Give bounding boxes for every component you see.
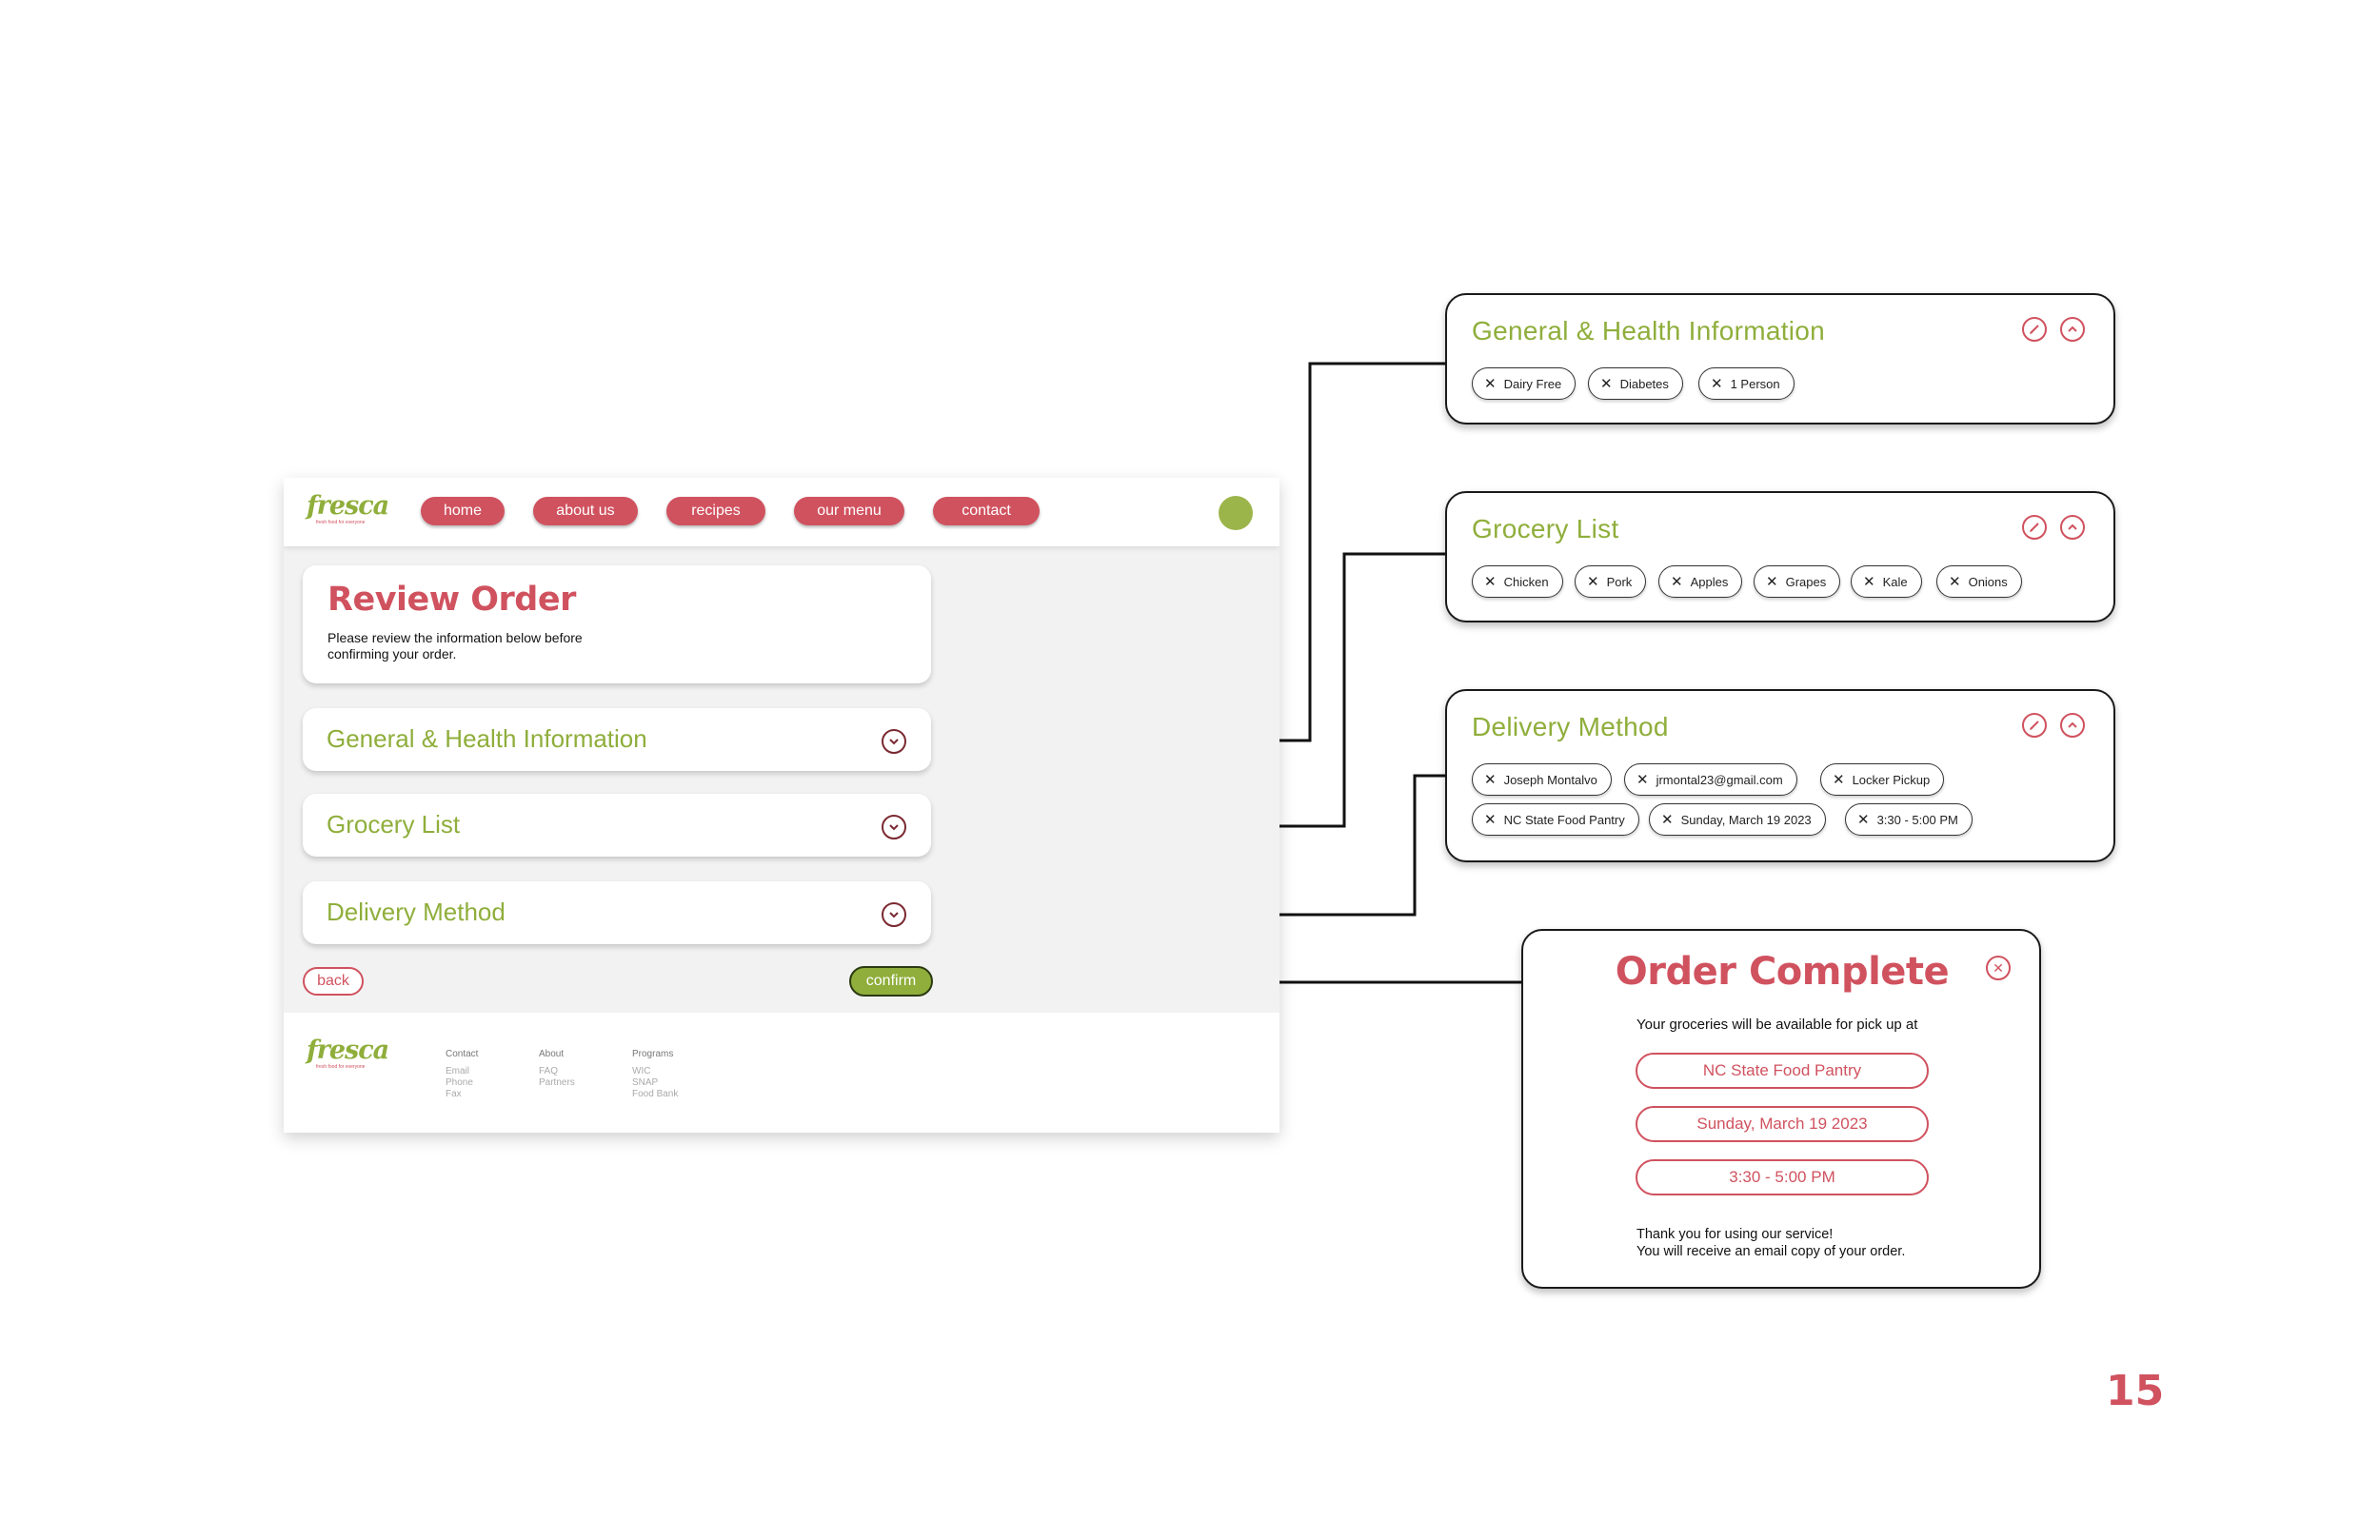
footer-link[interactable]: FAQ — [539, 1066, 559, 1076]
modal-footer-text: Thank you for using our service! You wil… — [1636, 1227, 1906, 1259]
footer-link[interactable]: Fax — [446, 1089, 462, 1099]
remove-icon[interactable]: ✕ — [1949, 574, 1961, 590]
chip-pickup-type[interactable]: ✕Locker Pickup — [1820, 763, 1945, 796]
nav-about-us[interactable]: about us — [533, 497, 638, 525]
chip-dairy-free[interactable]: ✕Dairy Free — [1472, 367, 1577, 400]
remove-icon[interactable]: ✕ — [1587, 574, 1599, 590]
chip-location[interactable]: ✕NC State Food Pantry — [1472, 803, 1639, 836]
nav-contact[interactable]: contact — [933, 497, 1040, 525]
chevron-down-icon[interactable] — [882, 902, 906, 927]
chip-email[interactable]: ✕jrmontal23@gmail.com — [1624, 763, 1797, 796]
remove-icon[interactable]: ✕ — [1484, 772, 1497, 788]
chip-date[interactable]: ✕Sunday, March 19 2023 — [1649, 803, 1826, 836]
footer-logo[interactable]: fresca fresh food for everyone — [307, 1036, 389, 1071]
footer-col-contact: Contact Email Phone Fax — [446, 1049, 479, 1099]
chip-pork[interactable]: ✕Pork — [1575, 565, 1647, 598]
chevron-down-icon[interactable] — [882, 729, 906, 754]
remove-icon[interactable]: ✕ — [1484, 812, 1497, 828]
footer-link[interactable]: Phone — [446, 1077, 473, 1088]
back-button[interactable]: back — [303, 967, 364, 996]
section-grocery-list[interactable]: Grocery List — [303, 794, 931, 857]
pickup-date: Sunday, March 19 2023 — [1636, 1106, 1929, 1142]
chevron-up-icon[interactable] — [2060, 317, 2085, 342]
modal-title: Order Complete — [1615, 950, 1950, 994]
footer-link[interactable]: Email — [446, 1066, 470, 1076]
footer-link[interactable]: SNAP — [632, 1077, 659, 1088]
edit-icon[interactable] — [2022, 713, 2047, 738]
nav-home[interactable]: home — [421, 497, 505, 525]
edit-icon[interactable] — [2022, 317, 2047, 342]
remove-icon[interactable]: ✕ — [1661, 812, 1674, 828]
remove-icon[interactable]: ✕ — [1833, 772, 1845, 788]
review-order-page: fresca fresh food for everyone home abou… — [284, 478, 1279, 1133]
chip-onions[interactable]: ✕Onions — [1936, 565, 2022, 598]
remove-icon[interactable]: ✕ — [1711, 376, 1723, 392]
remove-icon[interactable]: ✕ — [1484, 574, 1497, 590]
footer-link[interactable]: WIC — [632, 1066, 651, 1076]
chevron-up-icon[interactable] — [2060, 713, 2085, 738]
chip-time[interactable]: ✕3:30 - 5:00 PM — [1845, 803, 1973, 836]
remove-icon[interactable]: ✕ — [1863, 574, 1875, 590]
edit-icon[interactable] — [2022, 515, 2047, 540]
user-avatar[interactable] — [1219, 496, 1253, 530]
chip-diabetes[interactable]: ✕Diabetes — [1588, 367, 1683, 400]
confirm-button[interactable]: confirm — [849, 966, 933, 997]
chip-name[interactable]: ✕Joseph Montalvo — [1472, 763, 1612, 796]
nav-our-menu[interactable]: our menu — [794, 497, 904, 525]
nav-recipes[interactable]: recipes — [666, 497, 765, 525]
remove-icon[interactable]: ✕ — [1766, 574, 1778, 590]
chip-1-person[interactable]: ✕1 Person — [1698, 367, 1795, 400]
remove-icon[interactable]: ✕ — [1636, 772, 1649, 788]
pickup-time: 3:30 - 5:00 PM — [1636, 1159, 1929, 1195]
footer-col-about: About FAQ Partners — [539, 1049, 575, 1088]
panel-grocery-list: Grocery List ✕Chicken ✕Pork ✕Apples ✕Gra… — [1445, 491, 2115, 622]
chevron-down-icon[interactable] — [882, 815, 906, 839]
section-general-health[interactable]: General & Health Information — [303, 708, 931, 771]
site-header: fresca fresh food for everyone home abou… — [284, 478, 1279, 546]
page-number: 15 — [2106, 1367, 2165, 1415]
remove-icon[interactable]: ✕ — [1600, 376, 1613, 392]
chip-chicken[interactable]: ✕Chicken — [1472, 565, 1563, 598]
close-icon[interactable]: ✕ — [1986, 956, 2011, 980]
chip-grapes[interactable]: ✕Grapes — [1754, 565, 1841, 598]
panel-delivery-method: Delivery Method ✕Joseph Montalvo ✕jrmont… — [1445, 689, 2115, 862]
remove-icon[interactable]: ✕ — [1484, 376, 1497, 392]
footer-link[interactable]: Partners — [539, 1077, 575, 1088]
panel-general-health: General & Health Information ✕Dairy Free… — [1445, 293, 2115, 424]
section-delivery-method[interactable]: Delivery Method — [303, 881, 931, 944]
chip-kale[interactable]: ✕Kale — [1851, 565, 1922, 598]
page-description: Please review the information below befo… — [327, 630, 583, 661]
chip-apples[interactable]: ✕Apples — [1658, 565, 1743, 598]
review-order-card: Review Order Please review the informati… — [303, 565, 931, 683]
chevron-up-icon[interactable] — [2060, 515, 2085, 540]
footer-col-programs: Programs WIC SNAP Food Bank — [632, 1049, 679, 1099]
fresca-logo[interactable]: fresca fresh food for everyone — [307, 491, 389, 526]
modal-subtitle: Your groceries will be available for pic… — [1636, 1017, 1918, 1033]
remove-icon[interactable]: ✕ — [1857, 812, 1870, 828]
page-title: Review Order — [327, 581, 576, 619]
order-complete-modal: Order Complete ✕ Your groceries will be … — [1521, 929, 2041, 1289]
footer-link[interactable]: Food Bank — [632, 1089, 679, 1099]
remove-icon[interactable]: ✕ — [1671, 574, 1683, 590]
pickup-location: NC State Food Pantry — [1636, 1053, 1929, 1089]
site-footer: fresca fresh food for everyone Contact E… — [284, 1013, 1279, 1133]
